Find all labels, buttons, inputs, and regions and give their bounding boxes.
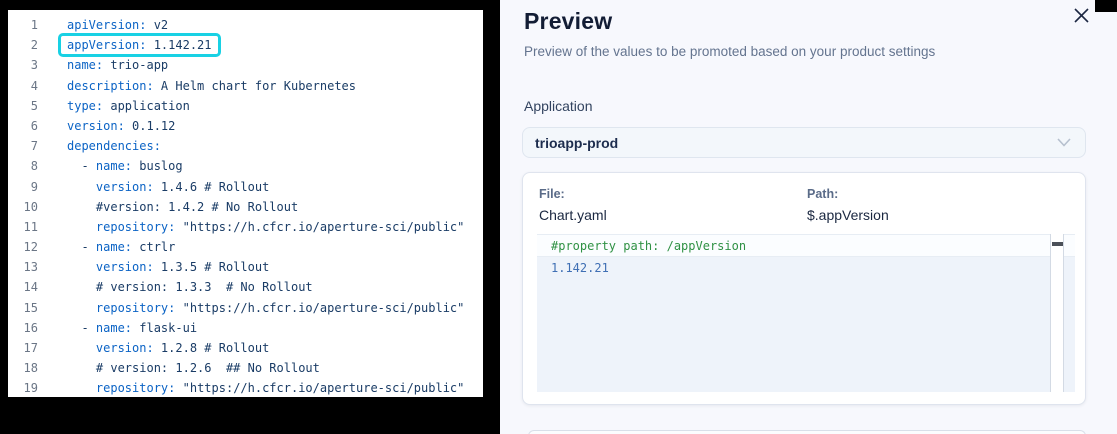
application-label: Application xyxy=(524,98,593,114)
line-number: 12 xyxy=(23,240,38,255)
modal-title: Preview xyxy=(524,8,613,34)
code-line: 17 version: 1.2.8 # Rollout xyxy=(8,338,483,358)
code-line: 14 # version: 1.3.3 # No Rollout xyxy=(8,277,483,297)
line-number: 3 xyxy=(30,58,38,73)
background-corner xyxy=(1095,0,1117,12)
file-value: Chart.yaml xyxy=(539,207,607,223)
application-select[interactable]: trioapp-prod xyxy=(522,127,1086,158)
file-label: File: xyxy=(539,187,565,201)
file-column: File: Chart.yaml xyxy=(539,187,807,223)
line-number: 4 xyxy=(30,78,38,93)
line-number: 1 xyxy=(30,18,38,32)
line-number: 9 xyxy=(30,179,38,194)
code-line: 16 - name: flask-ui xyxy=(8,318,483,338)
code-line: 8 - name: buslog xyxy=(8,156,483,176)
close-icon[interactable] xyxy=(1071,5,1091,25)
app-version-highlight-box: appVersion: 1.142.21 xyxy=(58,33,221,58)
code-line: 18 # version: 1.2.6 ## No Rollout xyxy=(8,358,483,378)
line-number: 16 xyxy=(23,320,38,335)
path-value: $.appVersion xyxy=(807,207,889,223)
chevron-down-icon xyxy=(1057,138,1071,147)
line-number: 18 xyxy=(23,361,38,376)
preview-modal: Preview Preview of the values to be prom… xyxy=(500,0,1117,434)
line-number: 14 xyxy=(23,280,38,295)
modal-subtitle: Preview of the values to be promoted bas… xyxy=(524,44,936,59)
close-x-glyph xyxy=(1073,7,1089,23)
code-preview[interactable]: #property path: /appVersion 1.142.21 xyxy=(537,234,1075,392)
line-number: 2 xyxy=(30,38,38,53)
scrollbar-thumb[interactable] xyxy=(1052,242,1063,246)
code-preview-line: #property path: /appVersion xyxy=(537,234,1075,257)
code-line: 15 repository: "https://h.cfcr.io/apertu… xyxy=(8,298,483,318)
file-preview-card: File: Chart.yaml Path: $.appVersion #pro… xyxy=(522,172,1086,405)
line-number: 10 xyxy=(23,199,38,214)
code-line: 19 repository: "https://h.cfcr.io/apertu… xyxy=(8,378,483,397)
code-preview-line: 1.142.21 xyxy=(537,257,1075,280)
scrollbar[interactable] xyxy=(1050,234,1064,392)
app-version-value: 1.142.21 xyxy=(551,261,609,275)
line-number: 8 xyxy=(30,159,38,174)
property-path-comment: #property path: /appVersion xyxy=(551,239,747,253)
line-number: 17 xyxy=(23,341,38,355)
line-number: 5 xyxy=(30,98,38,113)
code-line: 9 version: 1.4.6 # Rollout xyxy=(8,177,483,197)
line-number: 15 xyxy=(23,300,38,315)
code-line: 2 appVersion: 1.142.21 xyxy=(8,33,483,58)
line-number: 11 xyxy=(23,219,38,234)
code-line: 13 version: 1.3.5 # Rollout xyxy=(8,257,483,277)
line-number: 19 xyxy=(23,381,38,396)
application-select-value: trioapp-prod xyxy=(535,134,619,151)
code-line: 12 - name: ctrlr xyxy=(8,237,483,257)
line-number: 7 xyxy=(30,139,38,154)
file-meta: File: Chart.yaml Path: $.appVersion xyxy=(539,187,1073,223)
path-label: Path: xyxy=(807,187,839,201)
next-card-peek xyxy=(528,430,1086,434)
path-column: Path: $.appVersion xyxy=(807,187,889,223)
code-line: 11 repository: "https://h.cfcr.io/apertu… xyxy=(8,217,483,237)
line-number: 13 xyxy=(23,260,38,275)
line-number: 6 xyxy=(30,118,38,133)
code-line: 10 #version: 1.4.2 # No Rollout xyxy=(8,197,483,217)
